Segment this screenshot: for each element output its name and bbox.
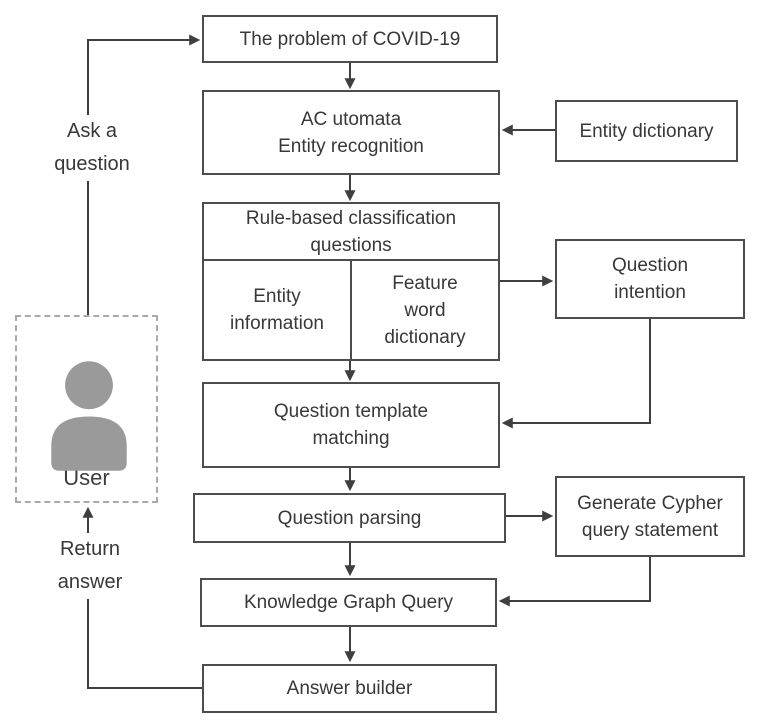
feature-word-dictionary-label: Feature word dictionary [384, 272, 466, 348]
user-actor-box: User [15, 315, 158, 503]
edge-intention-to-template [501, 319, 651, 429]
cell-feature-word-dictionary: Feature word dictionary [350, 261, 498, 359]
user-icon [51, 361, 127, 471]
node-problem-of-covid19: The problem of COVID-19 [202, 15, 498, 63]
question-template-label: Question template matching [273, 401, 429, 449]
rule-based-header-label: Rule-based classification questions [245, 207, 457, 256]
knowledge-graph-label: Knowledge Graph Query [243, 592, 454, 613]
return-answer-label: Return answer [38, 533, 142, 599]
node-question-parsing: Question parsing [193, 493, 506, 543]
cell-entity-information: Entity information [204, 261, 350, 359]
edge-user-to-problem [87, 34, 201, 315]
node-answer-builder: Answer builder [202, 664, 497, 713]
node-generate-cypher: Generate Cypher query statement [555, 476, 745, 557]
edge-cypher-to-knowledge [498, 557, 651, 607]
question-parsing-label: Question parsing [277, 507, 422, 529]
ask-a-question-label: Ask a question [36, 115, 148, 181]
question-intention-label: Question intention [611, 255, 689, 303]
generate-cypher-label: Generate Cypher query statement [577, 492, 723, 541]
node-rule-based-classification: Rule-based classification questions Enti… [202, 202, 500, 361]
rule-based-header: Rule-based classification questions [204, 204, 498, 261]
entity-dictionary-label: Entity dictionary [579, 120, 714, 142]
rule-based-subrow: Entity information Feature word dictiona… [204, 261, 498, 359]
node-knowledge-graph-query: Knowledge Graph Query [200, 578, 497, 627]
node-ac-label: AC utomata Entity recognition [278, 108, 424, 157]
node-ac-automata-entity-recognition: AC utomata Entity recognition [202, 90, 500, 175]
node-question-intention: Question intention [555, 239, 745, 319]
node-question-template-matching: Question template matching [202, 382, 500, 468]
answer-builder-label: Answer builder [286, 678, 413, 699]
node-problem-label: The problem of COVID-19 [239, 28, 461, 50]
node-entity-dictionary: Entity dictionary [555, 100, 738, 162]
entity-information-label: Entity information [230, 286, 324, 334]
